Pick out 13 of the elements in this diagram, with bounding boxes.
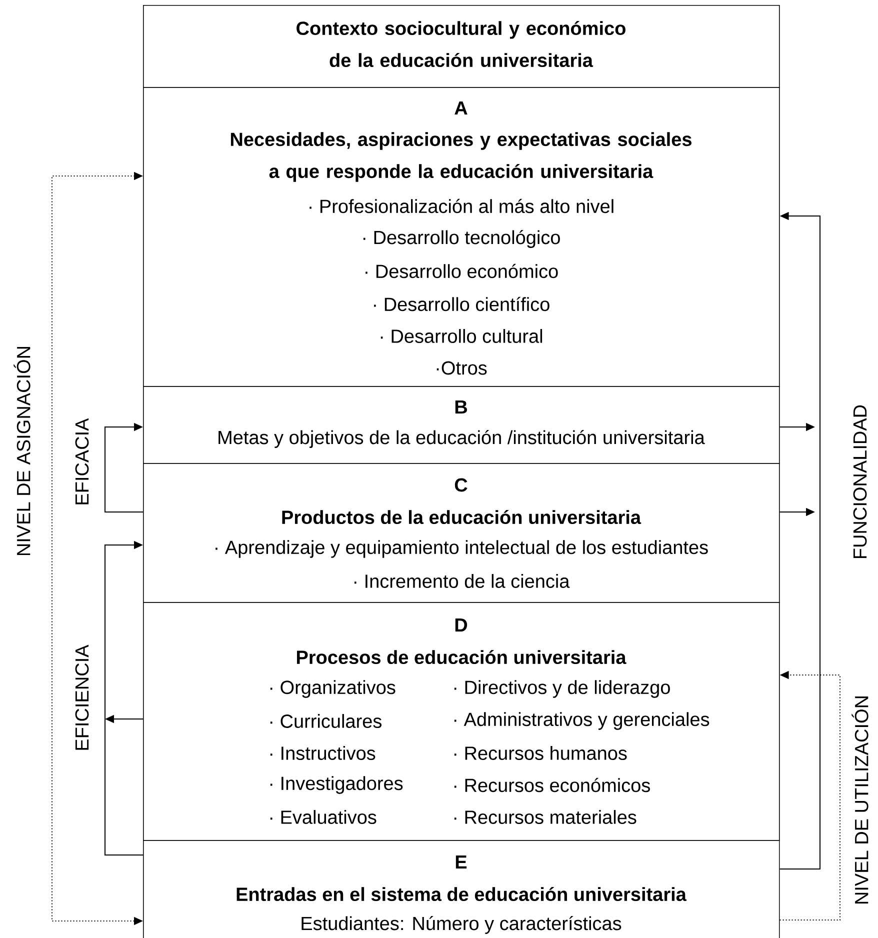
section-box: A Necesidades, aspiraciones y expectativas sociales a que responde la educación universitaria · Profesionalización al más alto nivel · Desarrollo tecnológico · Desarrollo económico · Desarrollo científico · Desarrollo cultural ·Otros (143, 87, 780, 387)
edge-label: EFICACIA (75, 418, 89, 504)
section-box: Contexto sociocultural y económico de la educación universitaria (143, 5, 780, 88)
arrow (104, 540, 144, 856)
section-box: E Entradas en el sistema de educación universitaria Estudiantes: Número y características (143, 840, 780, 938)
edge-label: EFICIENCIA (75, 644, 89, 750)
edge-label: FUNCIONALIDAD (853, 405, 867, 558)
edge-label: NIVEL DE ASIGNACIÓN (14, 346, 30, 556)
section-box: B Metas y objetivos de la educación /institución universitaria (143, 386, 780, 464)
edge-label: NIVEL DE UTILIZACIÓN (852, 696, 868, 904)
arrow (104, 422, 144, 512)
section-box: D Procesos de educación universitaria · Organizativos · Directivos y de liderazgo · Curriculares · Administrativos y gerenciales · Instructivos · Recursos humanos · Investigadores · Recursos económicos · Evaluativos · Recursos materiales (143, 602, 780, 841)
section-box: C Productos de la educación universitaria · Aprendizaje y equipamiento intelectual de los estudiantes · Incremento de la ciencia (143, 463, 780, 603)
